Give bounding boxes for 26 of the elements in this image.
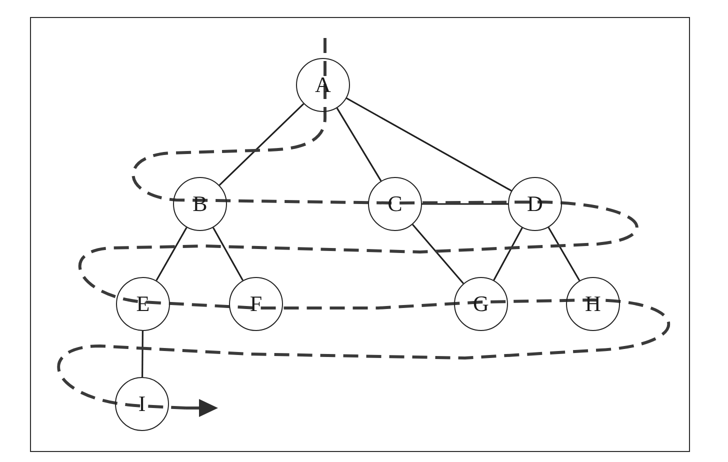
circle-node [173,177,227,231]
node-label: C [388,193,402,215]
circle-node [115,377,169,431]
edge-line [156,227,188,281]
node-label: I [138,393,146,415]
edge-line [212,227,244,281]
circle-node [508,177,562,231]
edge-line [346,98,512,192]
edge-line [218,103,304,186]
edge-line [412,224,464,284]
circle-node [454,277,508,331]
node-label: D [527,193,543,215]
circle-node [566,277,620,331]
edge-line [142,331,144,377]
node-label: F [250,293,262,315]
circle-node [229,277,283,331]
edge-line [422,203,508,205]
node-label: A [315,74,331,96]
edge-line [336,108,382,182]
node-label: G [473,293,489,315]
circle-node [296,58,350,112]
edge-line [493,227,523,281]
circle-node [368,177,422,231]
circle-node [116,277,170,331]
edge-line [548,227,580,281]
node-label: E [136,293,150,315]
